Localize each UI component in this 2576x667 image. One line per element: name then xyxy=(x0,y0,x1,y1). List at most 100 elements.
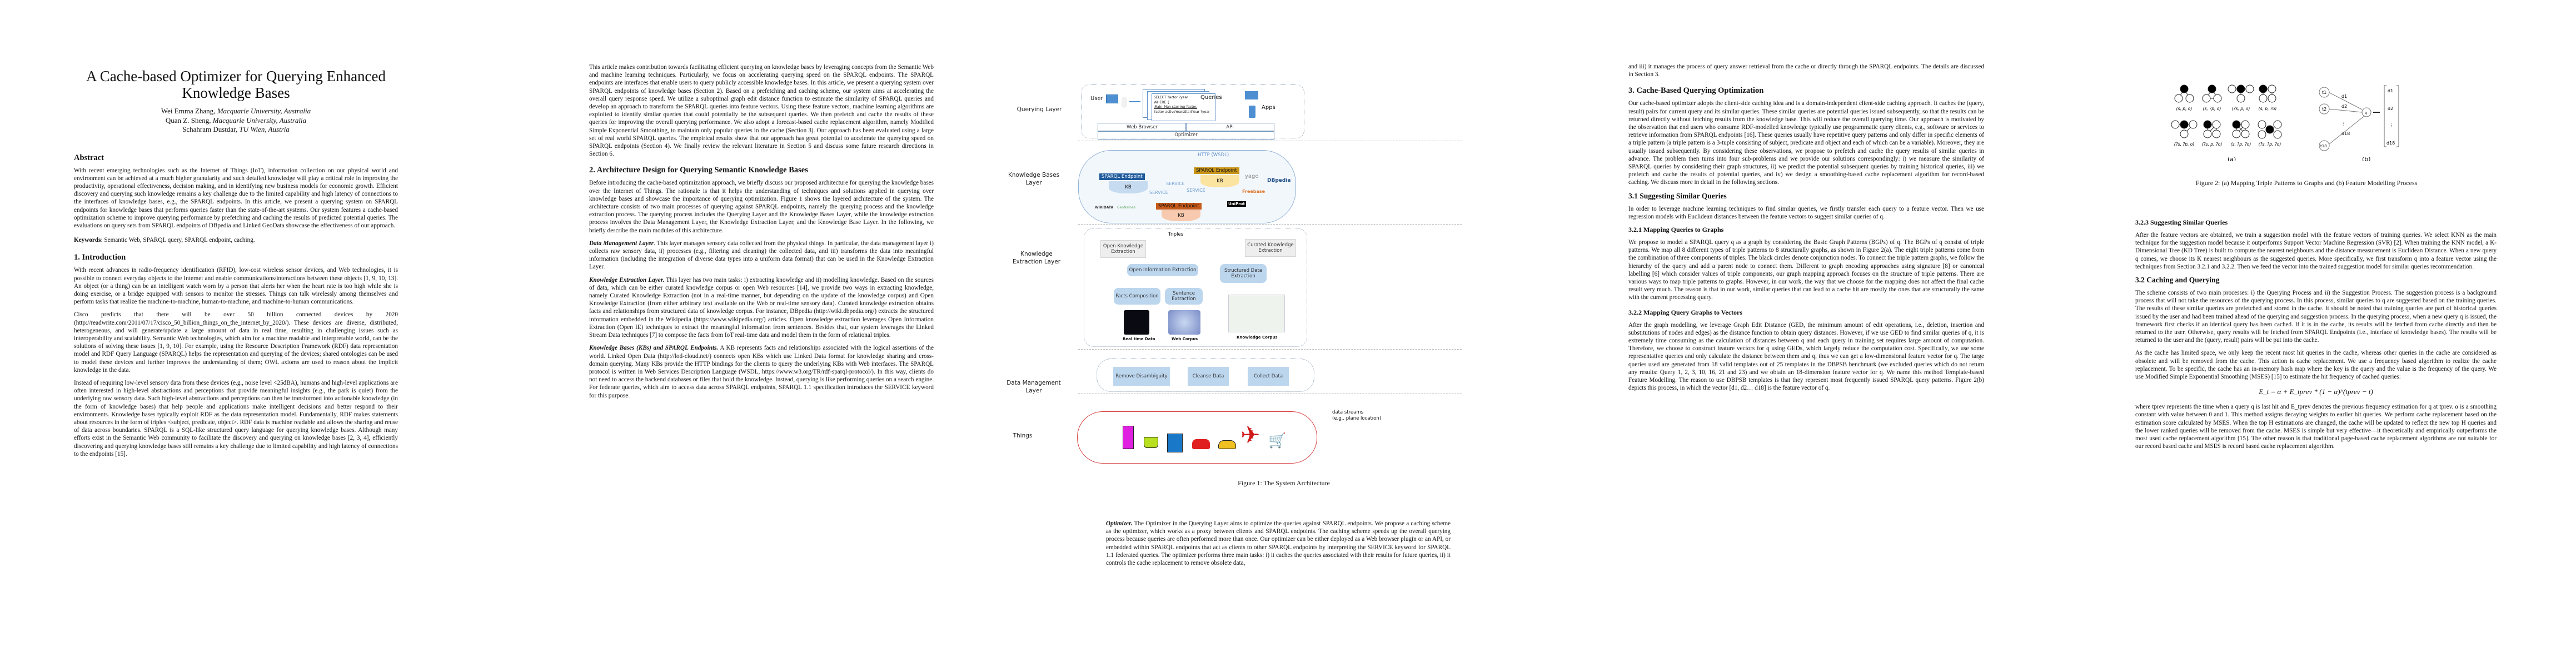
section-2-heading: 2. Architecture Design for Querying Sema… xyxy=(589,166,808,175)
author: Wei Emma Zhang, Macquarie University, Au… xyxy=(161,107,311,115)
figure-2b-feature-model: t1 t2 t18 q d1 d2 d18 ⋮ d1 d2 ⋮ d18 xyxy=(2319,85,2399,151)
conjunction-node xyxy=(2236,84,2245,93)
paragraph: Before introducing the cache-based optim… xyxy=(589,180,934,234)
tablet-icon xyxy=(1249,106,1255,118)
service-label: SERVICE xyxy=(1187,188,1205,193)
knowledge-extraction-box xyxy=(1084,228,1307,347)
shoe-icon xyxy=(1218,440,1236,449)
cleanse-data-box: Cleanse Data xyxy=(1188,367,1229,386)
conjunction-node xyxy=(2180,120,2189,129)
section-3-2-heading: 3.2 Caching and Querying xyxy=(2135,276,2220,285)
graph-node xyxy=(2258,120,2266,129)
node-label: t2 xyxy=(2322,107,2326,112)
data-streams-label: data streams (e.g., plane location) xyxy=(1332,410,1381,422)
graph-node xyxy=(2203,130,2212,138)
bidirectional-arrow-icon xyxy=(1129,101,1140,102)
query-document: SELECT ?actor ?year WHERE { :Rain_Man st… xyxy=(1152,93,1215,121)
section-3-1-heading: 3.1 Suggesting Similar Queries xyxy=(1628,191,1727,200)
paragraph: This article makes contribution towards … xyxy=(589,64,934,158)
layer-label: Data Management Layer xyxy=(1007,380,1061,394)
graph-node xyxy=(2232,130,2241,138)
triple-pattern-graph: (s, ?p, o) xyxy=(2202,84,2222,111)
paragraph: After the graph modelling, we leverage G… xyxy=(1628,321,1984,392)
pattern-label: (?s, p, ?o) xyxy=(2202,142,2223,147)
graph-node xyxy=(2273,120,2282,129)
node-label: t1 xyxy=(2322,90,2326,95)
edge-line xyxy=(2328,115,2365,145)
sentence-extraction-box: Sentence Extraction xyxy=(1165,288,1203,305)
figure-2-caption: Figure 2: (a) Mapping Triple Patterns to… xyxy=(2195,179,2418,187)
graph-node xyxy=(2241,120,2250,129)
page5-column: 3.2.3 Suggesting Similar Queries After t… xyxy=(2135,218,2497,455)
graph-node xyxy=(2212,120,2221,129)
query-line: WHERE { xyxy=(1154,100,1169,104)
service-label: SERVICE xyxy=(1166,181,1185,186)
section-3-2-2-heading: 3.2.2 Mapping Query Graphs to Vectors xyxy=(1628,308,1743,316)
query-node-label: q xyxy=(2365,111,2367,115)
web-browser-box: Web Browser xyxy=(1098,123,1187,132)
wiki-pages-icon xyxy=(1228,295,1285,332)
graph-node xyxy=(2258,130,2266,139)
real-time-data-label: Real time Data xyxy=(1123,337,1155,341)
page4-column: and iii) it manages the process of query… xyxy=(1628,63,1984,397)
layer-divider xyxy=(1078,349,1462,350)
pattern-label: (?s, ?p, ?o) xyxy=(2259,142,2281,147)
things-cloud xyxy=(1077,411,1317,464)
geonames-logo: GeoNames xyxy=(1117,206,1135,210)
pot-icon xyxy=(1144,437,1158,448)
edge-line xyxy=(2328,92,2363,110)
subfigure-label: (a) xyxy=(2228,156,2236,161)
author-list: Wei Emma Zhang, Macquarie University, Au… xyxy=(74,107,398,135)
page1-column: A Cache-based Optimizer for Querying Enh… xyxy=(74,68,398,463)
web-corpus-label: Web Corpus xyxy=(1172,337,1198,341)
query-line: SELECT ?actor ?year xyxy=(1154,96,1188,99)
template-node xyxy=(2319,140,2330,151)
ellipsis: ⋮ xyxy=(2341,121,2346,126)
section-3-heading: 3. Cache-Based Querying Optimization xyxy=(1628,86,1764,96)
paragraph: Data Management Layer. This layer manage… xyxy=(589,240,934,271)
graph-node xyxy=(2273,130,2282,139)
vector-entry: d1 xyxy=(2388,88,2393,93)
pattern-label: (s, p, o) xyxy=(2176,106,2193,111)
fridge-icon xyxy=(1123,426,1134,449)
query-line: ?actor activeYearsStartYear ?year xyxy=(1154,109,1210,114)
paragraph: and iii) it manages the process of query… xyxy=(1628,63,1984,78)
conjunction-node xyxy=(2180,84,2189,93)
keywords: Keywords: Semantic Web, SPARQL query, SP… xyxy=(74,237,255,244)
conjunction-node xyxy=(2203,120,2212,129)
user-label: User xyxy=(1090,96,1103,102)
uniprot-logo: UniProt xyxy=(1227,201,1246,207)
section-3-2-1-heading: 3.2.1 Mapping Queries to Graphs xyxy=(1628,226,1724,234)
query-line: :Rain_Man starring ?actor. xyxy=(1154,105,1197,109)
vector-entry: d2 xyxy=(2388,106,2393,111)
curated-knowledge-extraction-box: Curated Knowledge Extraction xyxy=(1245,239,1296,257)
graph-node xyxy=(2241,130,2250,138)
remove-disambiguity-box: Remove Disambiguity xyxy=(1113,367,1170,386)
paragraph: As the cache has limited space, we only … xyxy=(2135,350,2497,381)
graph-node xyxy=(2202,94,2211,103)
shopping-cart-icon: 🛒 xyxy=(1268,432,1287,449)
page3-text: Optimizer. The Optimizer in the Querying… xyxy=(1106,520,1451,572)
graph-node xyxy=(2212,130,2221,138)
conjunction-node xyxy=(2265,125,2274,134)
template-node xyxy=(2319,87,2330,98)
page2-column: This article makes contribution towards … xyxy=(589,63,934,405)
washing-machine-icon xyxy=(1167,434,1183,452)
car-icon xyxy=(1192,439,1210,449)
airplane-icon: ✈ xyxy=(1240,421,1260,449)
database-clock-icon xyxy=(1124,310,1149,335)
triples-label: Triples xyxy=(1168,232,1184,237)
triple-pattern-graph: (s, ?p, ?o) xyxy=(2231,120,2251,147)
paragraph: Knowledge Bases (KBs) and SPARQL Endpoin… xyxy=(589,345,934,399)
triple-pattern-graph: (?s, ?p, o) xyxy=(2171,120,2198,147)
graph-node xyxy=(2236,94,2245,103)
knowledge-corpus-label: Knowledge Corpus xyxy=(1237,335,1278,340)
figure-2a-patterns: (s, p, o)(s, ?p, o)(?s, p, o)(s, p, ?o)(… xyxy=(2171,84,2282,147)
author: Quan Z. Sheng, Macquarie University, Aus… xyxy=(165,116,307,125)
laptop-icon xyxy=(1245,91,1258,99)
service-label: SERVICE xyxy=(1149,190,1168,195)
triple-pattern-graph: (s, p, ?o) xyxy=(2259,84,2276,111)
graph-node xyxy=(2189,120,2198,129)
graph-node xyxy=(2180,130,2189,138)
conjunction-node xyxy=(2208,84,2216,93)
